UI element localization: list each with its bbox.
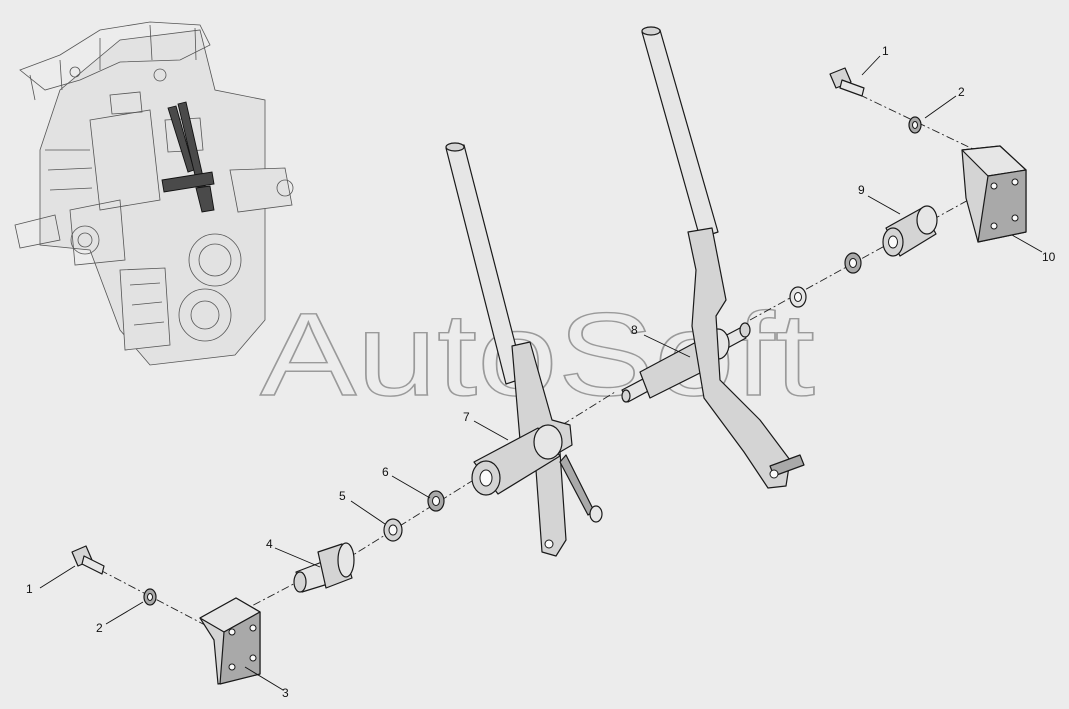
callout-8: 8 <box>631 323 638 337</box>
callout-4: 4 <box>266 537 273 551</box>
bushing-part-9 <box>882 205 938 257</box>
callout-leaders <box>39 55 1043 691</box>
callout-2-top: 2 <box>958 85 965 99</box>
callout-1-top: 1 <box>882 44 889 58</box>
nut-near-bushing <box>844 252 862 274</box>
callout-7: 7 <box>463 410 470 424</box>
callout-6: 6 <box>382 465 389 479</box>
callout-3: 3 <box>282 686 289 700</box>
callout-10: 10 <box>1042 250 1056 264</box>
washer-part-2-top <box>908 116 922 134</box>
washer-near-shaft <box>789 286 807 308</box>
bracket-part-3 <box>199 597 261 685</box>
callout-1-bottom: 1 <box>26 582 33 596</box>
callout-2-bottom: 2 <box>96 621 103 635</box>
washer-part-2-bottom <box>143 588 157 606</box>
lever-part-7 <box>445 142 603 557</box>
callout-5: 5 <box>339 489 346 503</box>
stepped-bushing-part-4 <box>293 542 355 593</box>
bolt-part-1-bottom <box>71 545 105 575</box>
nut-part-6 <box>427 490 445 512</box>
callout-labels: 1 2 9 10 8 7 6 5 4 1 2 3 <box>26 44 1056 700</box>
lever-upper <box>641 26 805 489</box>
bushing-part-5 <box>383 518 403 542</box>
bolt-part-1-top <box>829 67 865 97</box>
bracket-part-10 <box>961 145 1027 243</box>
callout-9: 9 <box>858 183 865 197</box>
transmission-overview-thumbnail <box>14 21 294 366</box>
